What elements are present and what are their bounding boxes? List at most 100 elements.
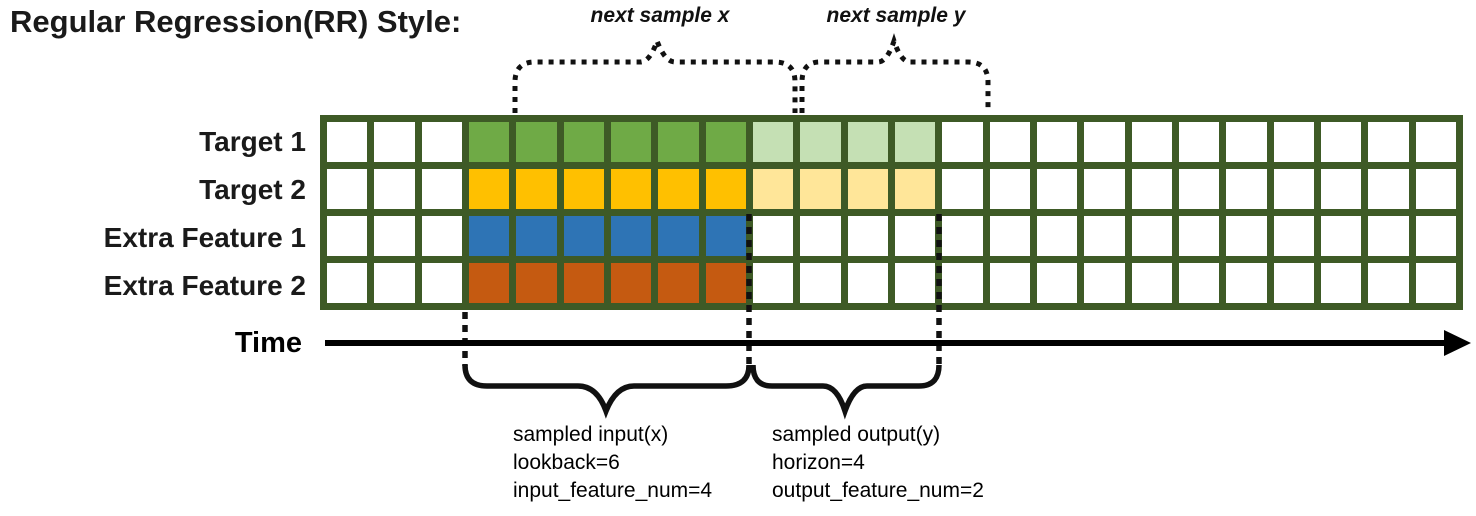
row-label-extra-feature-1: Extra Feature 1 <box>103 222 306 253</box>
grid-cell <box>610 122 652 162</box>
grid-cell <box>942 169 983 209</box>
grid-cell <box>1084 216 1125 256</box>
next-sample-y-brace <box>799 33 991 113</box>
grid-cell <box>1084 263 1125 303</box>
page-title: Regular Regression(RR) Style: <box>10 4 462 39</box>
grid-cell <box>1368 216 1409 256</box>
grid-cell <box>705 216 746 256</box>
grid-cell <box>894 122 936 162</box>
sampled-input-title: sampled input(x) <box>513 423 669 446</box>
grid-cell <box>658 169 699 209</box>
grid-cell <box>1178 169 1220 209</box>
grid-cell <box>1178 263 1220 303</box>
output-feature-num-value: output_feature_num=2 <box>772 479 984 502</box>
sampled-input-brace <box>462 364 752 419</box>
grid-cell <box>1320 122 1362 162</box>
row-label-target-1: Target 1 <box>199 126 306 157</box>
sampled-output-title: sampled output(y) <box>772 423 941 446</box>
grid-cell <box>800 122 841 162</box>
grid-cell <box>800 169 841 209</box>
grid-cell <box>421 263 462 303</box>
grid-cell <box>989 122 1030 162</box>
grid-cell <box>1226 169 1267 209</box>
lookback-value: lookback=6 <box>513 451 620 474</box>
grid-cell <box>1131 122 1172 162</box>
grid-cell <box>1226 263 1267 303</box>
grid-cell <box>1415 122 1456 162</box>
grid-cell <box>1415 169 1456 209</box>
grid-cell <box>1320 216 1362 256</box>
grid-cell <box>847 216 888 256</box>
grid-cell <box>468 263 510 303</box>
grid-cell <box>1320 263 1362 303</box>
grid-cell <box>1131 216 1172 256</box>
grid-cell <box>1084 169 1125 209</box>
grid-cell <box>847 169 888 209</box>
grid-cell <box>516 122 557 162</box>
grid-cell <box>752 169 794 209</box>
grid-cell <box>1368 263 1409 303</box>
grid-cell <box>658 216 699 256</box>
grid-cell <box>1273 122 1314 162</box>
grid-cell <box>1036 122 1078 162</box>
grid-cell <box>563 169 604 209</box>
grid-cell <box>1178 122 1220 162</box>
grid-cell <box>942 216 983 256</box>
grid-cell <box>468 169 510 209</box>
input-feature-num-value: input_feature_num=4 <box>513 479 713 502</box>
grid-cell <box>327 122 368 162</box>
sampled-output-annotation: sampled output(y) horizon=4 output_featu… <box>772 421 984 505</box>
grid-cell <box>894 169 936 209</box>
grid-cell <box>800 216 841 256</box>
grid-cell <box>1273 263 1314 303</box>
timeseries-grid <box>320 115 1463 310</box>
grid-cell <box>421 216 462 256</box>
grid-cell <box>468 122 510 162</box>
grid-cell <box>847 122 888 162</box>
grid-cell <box>989 263 1030 303</box>
grid-cell <box>516 169 557 209</box>
grid-cell <box>610 169 652 209</box>
time-axis-label: Time <box>234 327 302 359</box>
grid-cell <box>563 216 604 256</box>
grid-cell <box>563 263 604 303</box>
sampled-input-annotation: sampled input(x) lookback=6 input_featur… <box>513 421 712 505</box>
grid-cell <box>942 122 983 162</box>
grid-cell <box>847 263 888 303</box>
next-sample-y-label: next sample y <box>826 4 966 27</box>
grid-cell <box>1415 263 1456 303</box>
grid-cell <box>1226 122 1267 162</box>
grid-cell <box>374 169 415 209</box>
grid-cell <box>563 122 604 162</box>
next-sample-x-brace <box>512 33 798 113</box>
grid-cell <box>1178 216 1220 256</box>
grid-cell <box>468 216 510 256</box>
time-arrow-head <box>1444 330 1471 356</box>
horizon-value: horizon=4 <box>772 451 865 474</box>
grid-cell <box>989 216 1030 256</box>
grid-cell <box>374 216 415 256</box>
grid-cell <box>327 216 368 256</box>
grid-cell <box>1131 169 1172 209</box>
grid-cell <box>752 122 794 162</box>
grid-cell <box>610 263 652 303</box>
grid-cell <box>1273 169 1314 209</box>
grid-cell <box>1320 169 1362 209</box>
grid-cell <box>327 263 368 303</box>
grid-cell <box>374 122 415 162</box>
grid-cell <box>1036 263 1078 303</box>
grid-cell <box>658 263 699 303</box>
grid-cell <box>658 122 699 162</box>
grid-cell <box>516 216 557 256</box>
grid-cell <box>752 263 794 303</box>
grid-cell <box>1273 216 1314 256</box>
grid-cell <box>705 169 746 209</box>
grid-cell <box>1368 169 1409 209</box>
grid-cell <box>894 263 936 303</box>
grid-cell <box>610 216 652 256</box>
grid-cell <box>705 122 746 162</box>
grid-cell <box>327 169 368 209</box>
grid-cell <box>421 122 462 162</box>
grid-cell <box>894 216 936 256</box>
